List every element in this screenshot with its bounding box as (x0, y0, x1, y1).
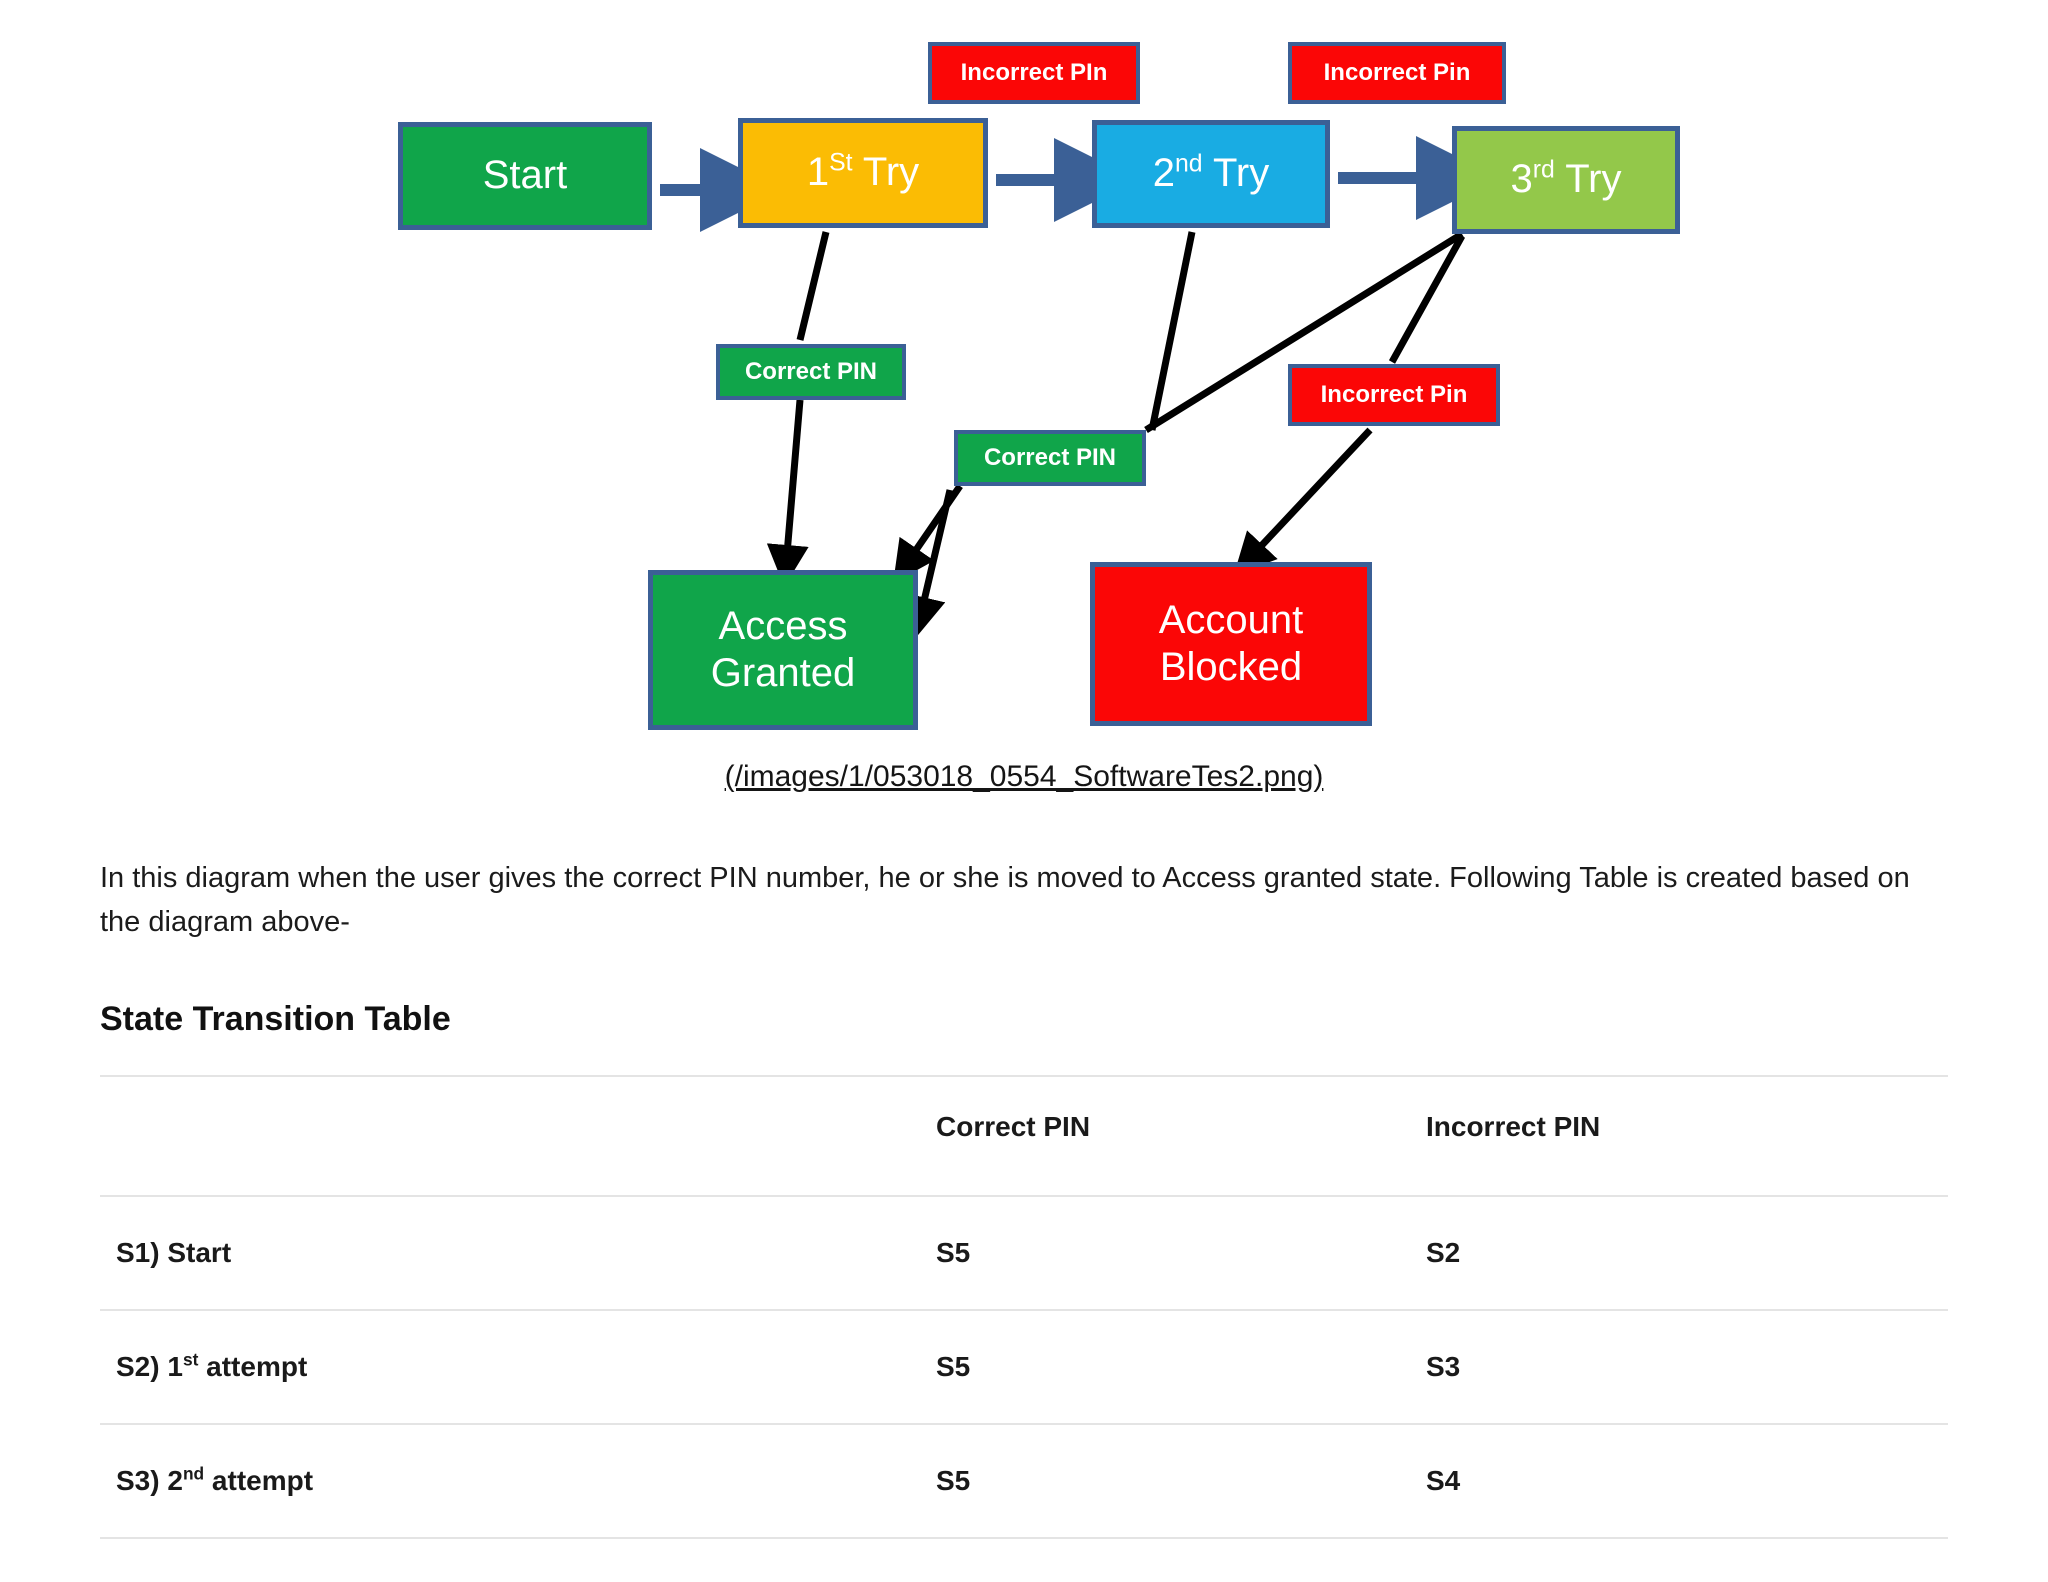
table-cell-correct: S5 (920, 1309, 1410, 1426)
edge-label-incorrect-pin-2: Incorrect Pin (1288, 42, 1506, 104)
table-header-incorrect-pin: Incorrect PIN (1410, 1075, 1948, 1198)
state-node-access-granted[interactable]: Access Granted (648, 570, 918, 730)
table-cell-state: S1) Start (100, 1195, 920, 1312)
edge-label-correct-pin-2-text: Correct PIN (983, 443, 1117, 471)
state-node-third-try-label: 3rd Try (1510, 157, 1622, 202)
image-path-caption-text: (/images/1/053018_0554_SoftwareTes2.png) (724, 760, 1324, 793)
state-node-account-blocked-line1: Account (1158, 597, 1304, 642)
state-node-start-label: Start (482, 153, 568, 198)
edge-label-correct-pin-2: Correct PIN (954, 430, 1146, 486)
edge-label-incorrect-pin-3-text: Incorrect Pin (1320, 380, 1468, 408)
edge-try3-to-blocked (1248, 234, 1466, 560)
edge-label-incorrect-pin-3: Incorrect Pin (1288, 364, 1500, 426)
table-row: S1) Start S5 S2 (100, 1195, 1948, 1312)
state-node-access-granted-line1: Access (718, 603, 848, 648)
edge-label-incorrect-pin-2-text: Incorrect Pin (1323, 58, 1471, 86)
table-cell-incorrect: S4 (1410, 1423, 1948, 1540)
table-row: S3) 2nd attempt S5 S4 (100, 1423, 1948, 1540)
state-node-access-granted-line2: Granted (710, 651, 856, 695)
state-node-account-blocked[interactable]: Account Blocked (1090, 562, 1372, 726)
table-cell-correct: S5 (920, 1195, 1410, 1312)
article-content: In this diagram when the user gives the … (0, 856, 2048, 1540)
table-cell-incorrect: S2 (1410, 1195, 1948, 1312)
state-node-third-try[interactable]: 3rd Try (1452, 126, 1680, 234)
diagram-connector-layer (660, 136, 1500, 800)
state-node-start[interactable]: Start (398, 122, 652, 230)
edge-label-incorrect-pin-1: Incorrect PIn (928, 42, 1140, 104)
state-node-first-try-label: 1St Try (806, 150, 920, 195)
edge-label-incorrect-pin-1-text: Incorrect PIn (960, 58, 1108, 86)
state-node-first-try[interactable]: 1St Try (738, 118, 988, 228)
table-cell-correct: S5 (920, 1423, 1410, 1540)
table-cell-incorrect: S3 (1410, 1309, 1948, 1426)
table-header-row: Correct PIN Incorrect PIN (100, 1075, 1948, 1198)
edge-try3-to-granted (920, 231, 1464, 618)
edge-label-correct-pin-1-text: Correct PIN (744, 357, 878, 385)
edge-try2-to-granted-upper (1148, 231, 1196, 431)
edge-try1-to-granted (786, 231, 830, 566)
table-cell-state: S3) 2nd attempt (100, 1423, 920, 1540)
table-cell-state: S2) 1st attempt (100, 1309, 920, 1426)
edge-label-correct-pin-1: Correct PIN (716, 344, 906, 400)
table-row: S2) 1st attempt S5 S3 (100, 1309, 1948, 1426)
table-header-correct-pin: Correct PIN (920, 1075, 1410, 1198)
table-header-state (100, 1075, 920, 1198)
image-path-caption[interactable]: (/images/1/053018_0554_SoftwareTes2.png) (0, 760, 2048, 794)
state-node-account-blocked-line2: Blocked (1159, 645, 1303, 689)
state-transition-diagram: Start 1St Try 2nd Try 3rd Try Access Gra… (398, 42, 1680, 800)
intro-paragraph: In this diagram when the user gives the … (100, 862, 1910, 939)
state-node-second-try[interactable]: 2nd Try (1092, 120, 1330, 228)
state-transition-table: Correct PIN Incorrect PIN S1) Start S5 S… (100, 1075, 1948, 1540)
section-title-state-transition-table: State Transition Table (100, 1000, 451, 1039)
state-node-second-try-label: 2nd Try (1152, 151, 1270, 196)
